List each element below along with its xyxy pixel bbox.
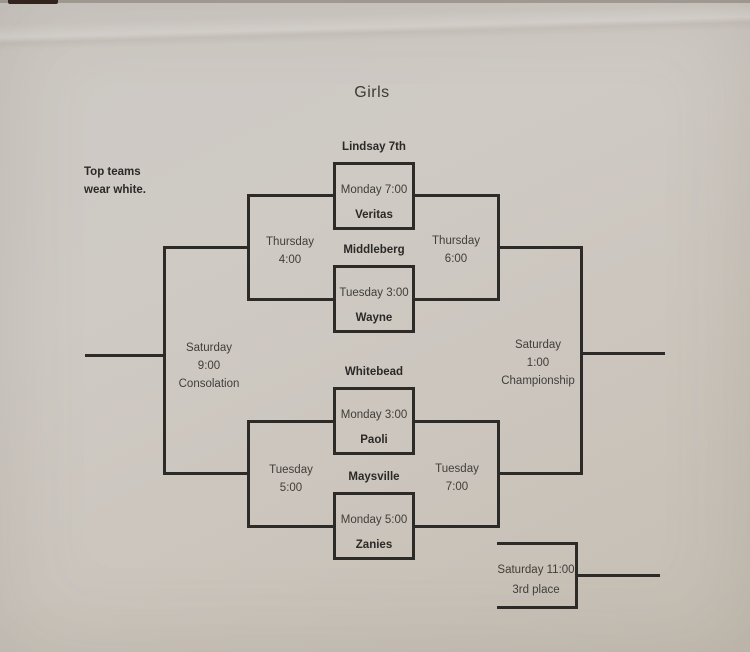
round-time: 4:00 xyxy=(278,254,302,266)
bracket-line xyxy=(497,472,583,475)
game-4-time: Monday 5:00 xyxy=(340,514,408,526)
game-1-top-team: Lindsay 7th xyxy=(342,141,406,153)
paper-edge-mark xyxy=(8,0,58,4)
round-label-thursday-4: Thursday 4:00 xyxy=(245,233,335,269)
top-teams-note: Top teams wear white. xyxy=(84,163,146,199)
game-3-time: Monday 3:00 xyxy=(340,409,408,421)
round-name: Championship xyxy=(501,375,575,387)
game-2-top-team: Middleberg xyxy=(343,244,405,256)
game-4-top-team: Maysville xyxy=(348,471,400,483)
page-title: Girls xyxy=(354,84,390,101)
round-day: Saturday xyxy=(185,342,233,354)
championship-winner-stub xyxy=(580,352,665,355)
bracket-line xyxy=(415,298,500,301)
bracket-line xyxy=(415,525,500,528)
paper-crease xyxy=(0,2,750,52)
round-time: 7:00 xyxy=(445,481,469,493)
third-place-line-top xyxy=(497,542,578,545)
game-2: Middleberg Tuesday 3:00 Wayne xyxy=(333,243,415,333)
game-4: Maysville Monday 5:00 Zanies xyxy=(333,470,415,560)
consolation-winner-stub xyxy=(85,354,166,357)
round-time: 9:00 xyxy=(197,360,221,372)
note-line-2: wear white. xyxy=(84,184,146,196)
round-time: 6:00 xyxy=(444,253,468,265)
game-3-top-team: Whitebead xyxy=(344,366,404,378)
third-place-time: Saturday 11:00 xyxy=(497,564,575,576)
third-place-name: 3rd place xyxy=(512,584,560,596)
game-2-box: Tuesday 3:00 Wayne xyxy=(333,265,415,333)
game-1-time: Monday 7:00 xyxy=(340,184,408,196)
note-line-1: Top teams xyxy=(84,166,141,178)
game-1-box: Monday 7:00 Veritas xyxy=(333,162,415,230)
game-2-bottom-team: Wayne xyxy=(355,312,393,324)
game-3: Whitebead Monday 3:00 Paoli xyxy=(333,365,415,455)
bracket-line xyxy=(247,525,334,528)
third-place-line-bottom xyxy=(497,606,578,609)
round-day: Saturday xyxy=(514,339,562,351)
round-label-tuesday-7: Tuesday 7:00 xyxy=(412,460,502,496)
bracket-line xyxy=(163,246,250,249)
bracket-line xyxy=(247,194,334,197)
round-time: 1:00 xyxy=(526,357,550,369)
bracket-line xyxy=(247,420,334,423)
championship-label: Saturday 1:00 Championship xyxy=(488,336,588,390)
round-label-tuesday-5: Tuesday 5:00 xyxy=(246,461,336,497)
round-day: Tuesday xyxy=(435,463,479,475)
round-day: Tuesday xyxy=(269,464,313,476)
game-2-time: Tuesday 3:00 xyxy=(339,287,409,299)
bracket-line xyxy=(415,420,500,423)
third-place-label: Saturday 11:00 3rd place xyxy=(494,560,578,600)
game-1-bottom-team: Veritas xyxy=(355,209,393,221)
championship-final-line xyxy=(580,246,583,475)
consolation-final-line xyxy=(163,246,166,475)
game-1: Lindsay 7th Monday 7:00 Veritas xyxy=(333,140,415,230)
round-time: 5:00 xyxy=(279,482,303,494)
game-3-box: Monday 3:00 Paoli xyxy=(333,387,415,455)
third-place-winner-stub xyxy=(575,574,660,577)
game-4-box: Monday 5:00 Zanies xyxy=(333,492,415,560)
bracket-line xyxy=(497,246,583,249)
consolation-label: Saturday 9:00 Consolation xyxy=(159,339,259,393)
game-4-bottom-team: Zanies xyxy=(355,539,393,551)
round-day: Thursday xyxy=(432,235,480,247)
round-label-thursday-6: Thursday 6:00 xyxy=(411,232,501,268)
round-name: Consolation xyxy=(178,378,240,390)
round-day: Thursday xyxy=(266,236,314,248)
bracket-line xyxy=(163,472,250,475)
photo-top-shadow xyxy=(0,0,750,3)
bracket-line xyxy=(415,194,500,197)
game-3-bottom-team: Paoli xyxy=(360,434,388,446)
bracket-line xyxy=(247,298,334,301)
